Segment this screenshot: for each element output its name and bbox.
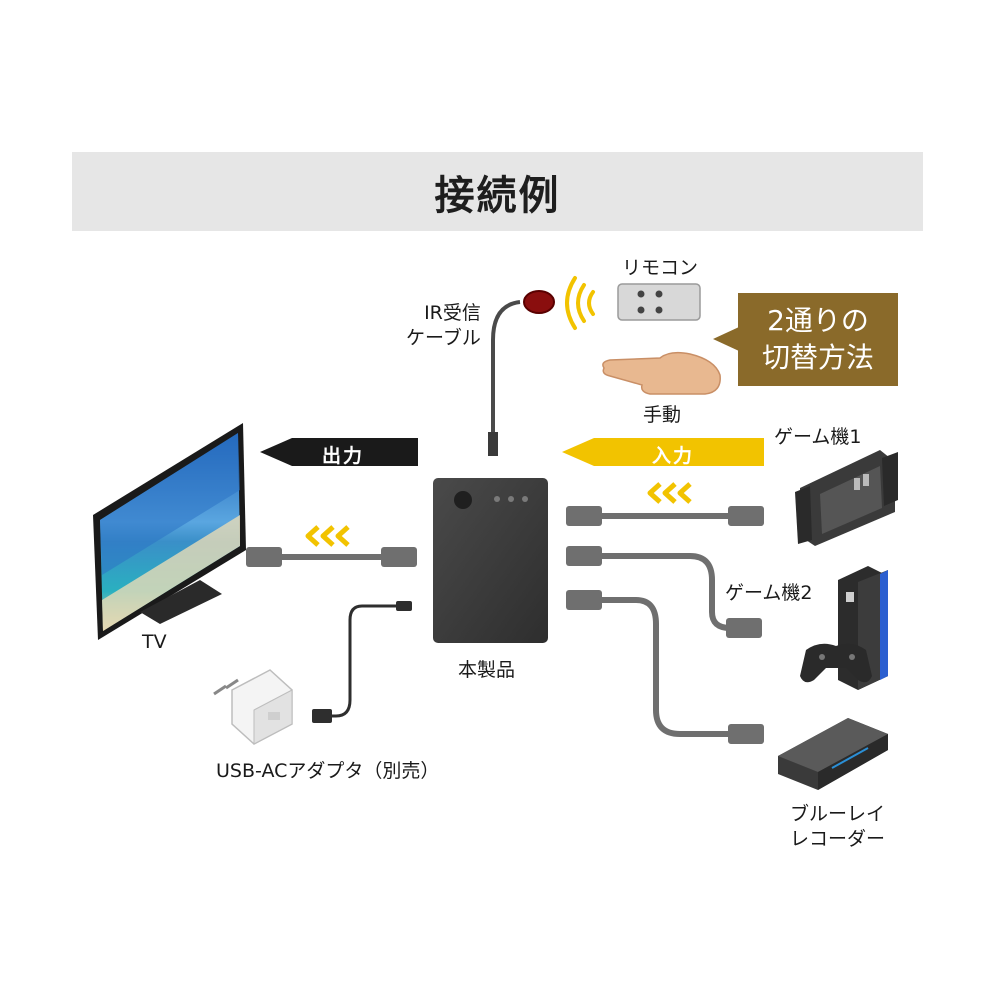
bluray-hdmi-cable	[566, 590, 764, 744]
ir-cable-label: IR受信 ケーブル	[406, 301, 481, 350]
tv-label: TV	[142, 631, 167, 653]
game2-label: ゲーム機2	[725, 582, 813, 604]
tv-icon	[93, 423, 246, 640]
remote-icon	[617, 283, 701, 321]
callout-line-1: 2通りの	[767, 304, 869, 338]
chevron-left-input	[647, 482, 692, 504]
ir-cable-label-line-1: IR受信	[424, 302, 481, 324]
ac-adapter-icon	[213, 669, 293, 745]
signal-waves-icon	[565, 276, 595, 330]
gamepad-icon	[800, 643, 872, 683]
input-label: 入力	[652, 445, 695, 467]
page-title: 接続例	[434, 172, 561, 219]
output-label: 出力	[322, 445, 365, 467]
ir-cable	[488, 300, 521, 456]
bluray-recorder-icon	[778, 718, 888, 790]
callout-line-2: 切替方法	[761, 340, 874, 374]
ir-cable-label-line-2: ケーブル	[406, 326, 481, 349]
ir-sensor-icon	[523, 290, 555, 314]
input-arrow	[562, 438, 764, 466]
output-arrow	[260, 438, 418, 466]
game1-label: ゲーム機1	[774, 426, 862, 448]
callout-tail	[713, 327, 739, 351]
product-label: 本製品	[458, 659, 516, 681]
game2-hdmi-cable	[566, 546, 762, 638]
title-banner: 接続例	[72, 152, 923, 231]
bluray-label: ブルーレイ レコーダー	[790, 802, 885, 851]
tv-hdmi-cable	[246, 547, 417, 567]
game1-hdmi-cable	[566, 506, 764, 526]
chevron-left-tv	[305, 525, 350, 547]
switch-box-icon	[433, 478, 548, 643]
hand-icon	[602, 351, 721, 395]
game-console-1-icon	[795, 450, 898, 546]
remote-label: リモコン	[622, 257, 699, 279]
usb-power-cable	[312, 601, 412, 723]
bluray-label-line-2: レコーダー	[790, 827, 886, 850]
adapter-label: USB-ACアダプタ（別売）	[216, 760, 440, 782]
bluray-label-line-1: ブルーレイ	[790, 803, 886, 825]
manual-label: 手動	[643, 404, 682, 426]
switch-method-callout: 2通りの 切替方法	[738, 293, 898, 386]
